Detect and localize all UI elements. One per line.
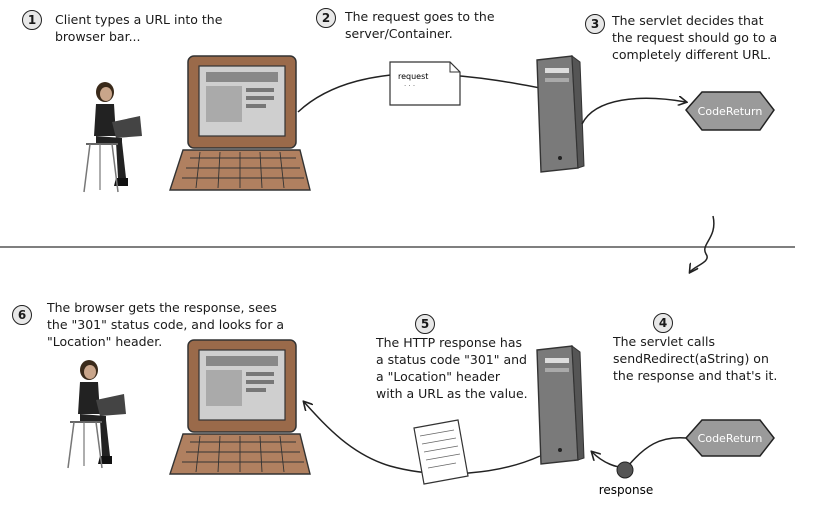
step-5-caption: The HTTP response has a status code "301…: [376, 335, 528, 401]
step-5-number: 5: [415, 314, 435, 334]
request-document: request · · ·: [389, 61, 461, 106]
step-3-caption: The servlet decides that the request sho…: [612, 13, 778, 62]
servlet-arrow: [581, 98, 686, 125]
transition-arrow: [690, 215, 715, 272]
step-2-caption: The request goes to the server/Container…: [345, 9, 495, 41]
step-1-number: 1: [22, 10, 42, 30]
step-3-number: 3: [585, 14, 605, 34]
step-4-caption: The servlet calls sendRedirect(aString) …: [613, 334, 778, 383]
step-4-number: 4: [653, 313, 673, 333]
step-2-number: 2: [316, 8, 336, 28]
response-document: [413, 419, 469, 485]
redirect-arrow: [592, 437, 687, 468]
code-return-top-label: CodeReturn: [698, 105, 763, 118]
response-dot: [616, 461, 634, 479]
response-label: response: [599, 483, 654, 497]
computer-top: [169, 55, 311, 191]
server-top: [536, 54, 585, 173]
person-with-laptop-top: [83, 82, 142, 193]
code-return-bottom: CodeReturn: [684, 419, 775, 457]
step-1-caption: Client types a URL into the browser bar.…: [55, 12, 223, 44]
svg-text:· · ·: · · ·: [404, 82, 415, 90]
person-with-laptop-bottom: [67, 360, 126, 469]
computer-bottom: [169, 339, 311, 475]
step-6-number: 6: [12, 305, 32, 325]
request-label: request: [398, 72, 428, 81]
code-return-top: CodeReturn: [685, 91, 775, 131]
server-bottom: [536, 344, 585, 465]
code-return-bottom-label: CodeReturn: [698, 432, 763, 445]
step-6-caption: The browser gets the response, sees the …: [47, 300, 285, 349]
response-arrow: [304, 402, 541, 475]
